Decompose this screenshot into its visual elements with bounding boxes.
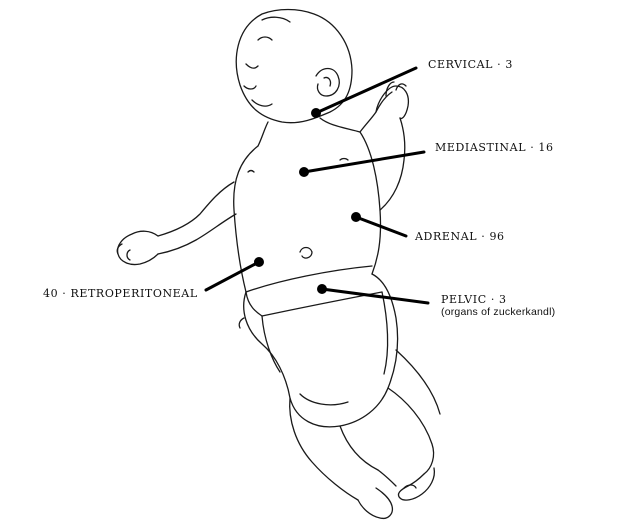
site-markers — [254, 108, 361, 294]
pelvic-marker — [317, 284, 327, 294]
adrenal-marker — [351, 212, 361, 222]
mediastinal-marker — [299, 167, 309, 177]
mediastinal-label: MEDIASTINAL · 16 — [435, 141, 554, 154]
cervical-label: CERVICAL · 3 — [428, 58, 513, 71]
pelvic-label: PELVIC · 3 — [441, 293, 507, 306]
cervical-leader — [316, 68, 416, 113]
pelvic-note-label: (organs of zuckerkandl) — [441, 306, 555, 319]
adrenal-label: ADRENAL · 96 — [415, 230, 505, 243]
retroperitoneal-marker — [254, 257, 264, 267]
mediastinal-leader — [304, 152, 424, 172]
infant-illustration — [117, 10, 440, 519]
retroperitoneal-label: 40 · RETROPERITONEAL — [43, 287, 198, 300]
cervical-marker — [311, 108, 321, 118]
retroperitoneal-leader — [206, 262, 259, 290]
leader-lines — [206, 68, 428, 303]
